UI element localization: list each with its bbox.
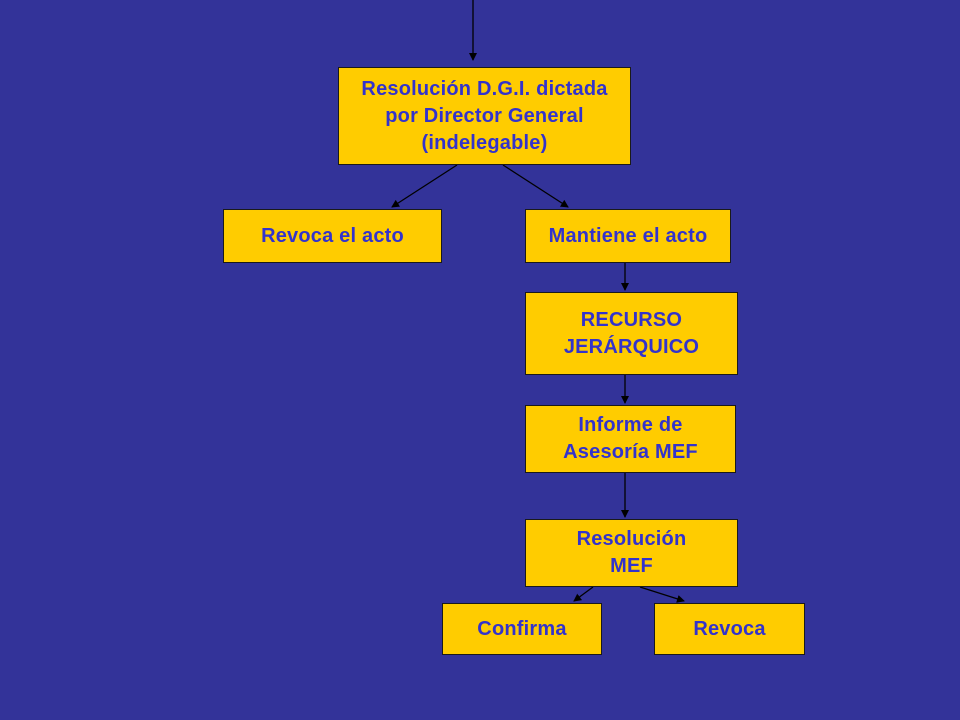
node-mantiene-el-acto: Mantiene el acto [525,209,731,263]
node-recurso-jerarquico: RECURSO JERÁRQUICO [525,292,738,375]
node-resolucion-mef: Resolución MEF [525,519,738,587]
arrow-to-confirma [573,586,594,602]
node-resolucion-dgi: Resolución D.G.I. dictada por Director G… [338,67,631,165]
node-informe-asesoria: Informe de Asesoría MEF [525,405,736,473]
arrow-to-revoca-acto [391,164,458,208]
node-confirma: Confirma [442,603,602,655]
arrow-to-revoca [639,586,685,603]
node-revoca: Revoca [654,603,805,655]
node-revoca-el-acto: Revoca el acto [223,209,442,263]
arrow-to-mantiene-acto [502,164,569,208]
